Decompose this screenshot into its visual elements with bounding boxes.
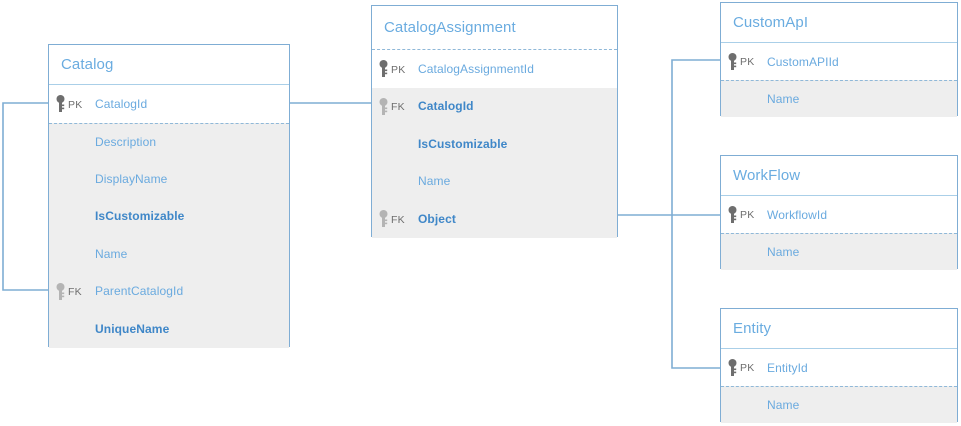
relationship-line-catalogassignment-to-entity[interactable] [671,215,720,369]
entity-field-row[interactable]: FK CatalogId [372,87,617,125]
entity-table-title-catalog: Catalog [49,45,289,85]
entity-field-row[interactable]: Name [721,80,957,117]
key-indicator-fk: FK [372,97,418,115]
entity-field-row[interactable]: IsCustomizable [49,197,289,235]
entity-field-name: Name [767,245,800,259]
entity-field-row[interactable]: UniqueName [49,310,289,348]
entity-field-name: Name [418,174,451,189]
key-indicator-pk: PK [49,95,95,113]
entity-field-name: Object [418,211,456,226]
key-indicator-pk: PK [372,60,418,78]
entity-field-name: Name [767,92,800,106]
entity-field-name: DisplayName [95,171,168,186]
entity-field-name: Description [95,134,157,149]
key-icon-pk [728,206,737,223]
entity-field-name: CatalogId [95,96,148,111]
key-label: PK [68,98,83,111]
entity-field-row[interactable]: Description [49,122,289,160]
entity-table-title-entity: Entity [721,309,957,349]
key-icon-pk [379,60,388,78]
key-label: PK [391,63,406,76]
entity-field-row[interactable]: FK ParentCatalogId [49,272,289,310]
entity-table-title-workflow: WorkFlow [721,156,957,196]
entity-field-row[interactable]: FK Object [372,200,617,238]
entity-field-row[interactable]: PK CustomAPIId [721,43,957,80]
entity-field-name: ParentCatalogId [95,284,184,299]
entity-field-row[interactable]: Name [721,233,957,270]
key-indicator-pk: PK [721,206,767,223]
key-indicator-fk: FK [49,282,95,300]
entity-field-row[interactable]: PK CatalogId [49,85,289,123]
entity-field-name: CatalogId [418,99,474,114]
key-icon-fk [379,210,388,228]
key-icon-pk [728,359,737,376]
key-indicator-fk: FK [372,210,418,228]
entity-field-name: UniqueName [95,321,170,336]
relationship-line-catalog-self-parent[interactable] [2,102,48,291]
key-indicator-pk: PK [721,359,767,376]
relationship-line-catalogassignment-to-customapi[interactable] [618,59,720,216]
entity-field-name: CatalogAssignmentId [418,61,534,76]
entity-field-row[interactable]: PK EntityId [721,349,957,386]
entity-field-name: CustomAPIId [767,54,839,69]
entity-field-row[interactable]: PK CatalogAssignmentId [372,50,617,88]
key-label: PK [740,362,755,375]
key-icon-fk [379,97,388,115]
key-icon-pk [728,53,737,70]
entity-field-row[interactable]: DisplayName [49,160,289,198]
key-icon-pk [56,95,65,113]
entity-field-name: EntityId [767,360,808,375]
key-label: FK [391,101,405,113]
entity-field-row[interactable]: PK WorkflowId [721,196,957,233]
key-label: FK [68,286,82,298]
entity-field-row[interactable]: Name [721,386,957,423]
entity-field-name: Name [95,246,128,261]
entity-table-title-customapi: CustomApI [721,3,957,43]
key-label: PK [740,56,755,69]
entity-field-row[interactable]: Name [372,162,617,200]
entity-table-title-catalogassignment: CatalogAssignment [372,6,617,50]
key-indicator-pk: PK [721,53,767,70]
entity-field-name: IsCustomizable [418,136,508,151]
entity-field-row[interactable]: IsCustomizable [372,125,617,163]
key-label: PK [740,209,755,222]
key-icon-fk [56,282,65,300]
entity-field-name: IsCustomizable [95,209,185,224]
entity-field-row[interactable]: Name [49,235,289,273]
entity-field-name: WorkflowId [767,207,828,222]
entity-field-name: Name [767,398,800,412]
key-label: FK [391,213,405,226]
